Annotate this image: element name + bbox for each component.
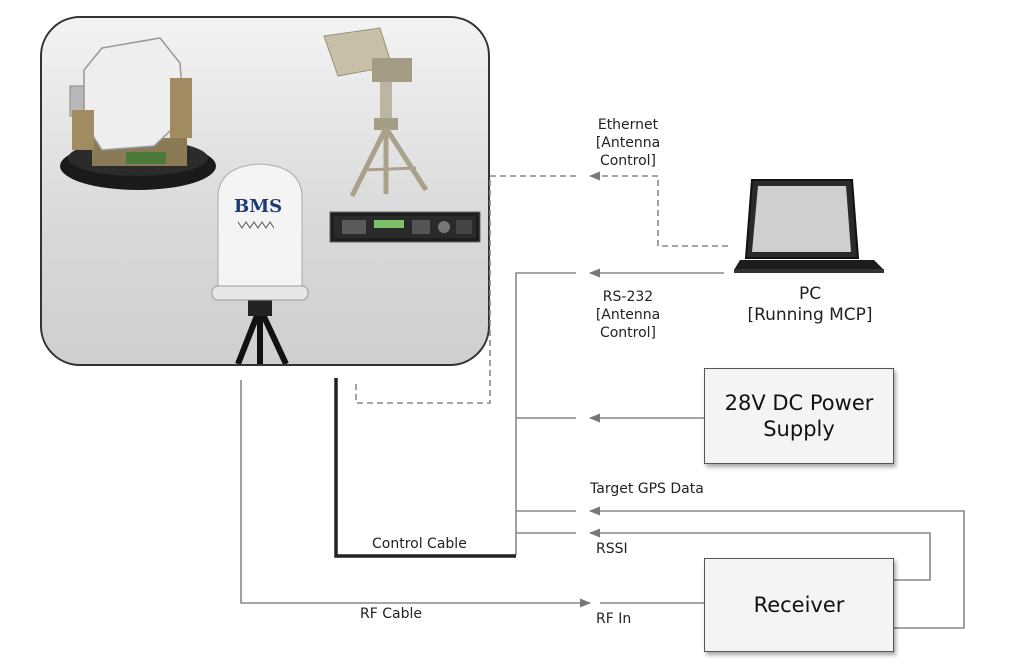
ethernet-to-panel-line xyxy=(355,175,576,404)
target-gps-line xyxy=(588,506,965,629)
rf-cable-line xyxy=(240,380,592,608)
flat-panel-antenna xyxy=(60,37,216,190)
rs232-label-line3: Control] xyxy=(599,325,657,341)
rf-in-label: RF In xyxy=(596,611,632,627)
equipment-illustration xyxy=(60,27,481,364)
radome-brand-logo: BMS xyxy=(234,196,283,217)
radome-antenna xyxy=(211,163,309,364)
rssi-label: RSSI xyxy=(596,541,628,557)
receiver-box: Receiver xyxy=(704,558,894,652)
rssi-line xyxy=(588,528,931,581)
dish-antenna-tripod xyxy=(323,27,429,198)
ethernet-label-line1: Ethernet xyxy=(597,117,659,133)
ethernet-label-line3: Control] xyxy=(599,153,657,169)
pc-label-line1: PC xyxy=(798,284,822,304)
rs232-label-line1: RS-232 xyxy=(602,289,654,305)
target-gps-label: Target GPS Data xyxy=(590,481,704,497)
ethernet-label: Ethernet [Antenna Control] xyxy=(578,116,678,170)
ethernet-line xyxy=(588,171,728,247)
power-supply-label-line2: Supply xyxy=(763,417,835,441)
receiver-label: Receiver xyxy=(753,593,845,617)
rs232-label-line2: [Antenna xyxy=(595,307,661,323)
control-cable-line xyxy=(334,378,516,558)
power-supply-label-line1: 28V DC Power xyxy=(724,391,874,415)
equipment-photo-panel: BMS xyxy=(40,16,490,366)
rack-control-unit xyxy=(329,211,481,243)
power-supply-box: 28V DC Power Supply xyxy=(704,368,894,464)
pc-label-line2: [Running MCP] xyxy=(747,305,873,325)
rs232-label: RS-232 [Antenna Control] xyxy=(578,288,678,342)
rf-cable-label: RF Cable xyxy=(360,606,422,622)
pc-label: PC [Running MCP] xyxy=(730,284,890,326)
ethernet-label-line2: [Antenna xyxy=(595,135,661,151)
rs232-bus-line xyxy=(515,272,576,555)
laptop-icon xyxy=(734,179,884,273)
control-cable-label: Control Cable xyxy=(372,536,467,552)
